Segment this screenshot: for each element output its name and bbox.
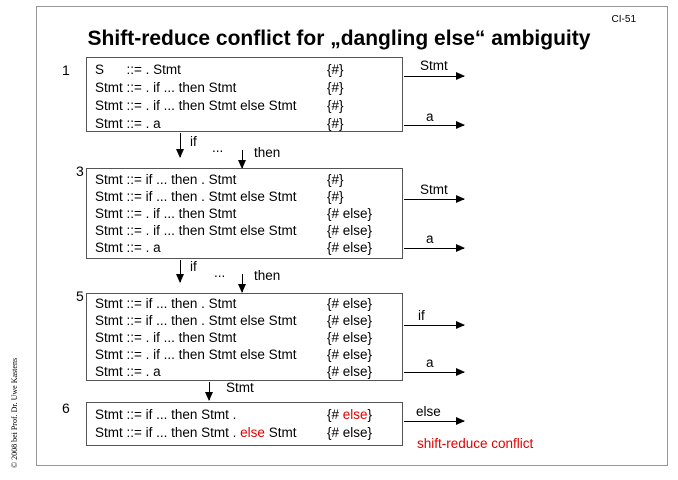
transition-label: if [190, 134, 197, 149]
item-lookahead: {# else} [327, 240, 373, 255]
state-6-box: Stmt ::= if ... then Stmt . {# else} Stm… [86, 402, 403, 446]
conflict-label: shift-reduce conflict [417, 436, 534, 451]
transition-label: then [254, 145, 281, 160]
item-lookahead: {# else} [327, 206, 373, 221]
transition-arrow [238, 150, 246, 169]
copyright-note: © 2008 bei Prof. Dr. Uwe Kastens [10, 357, 19, 468]
rule-prefix: Stmt ::= if ... then Stmt . [95, 425, 241, 440]
item-rule: Stmt ::= if ... then . Stmt [95, 296, 237, 311]
item-lookahead: {# else} [327, 296, 373, 311]
transition-arrow [404, 368, 465, 376]
item-lookahead: {# else} [327, 425, 373, 440]
transition-label: if [190, 259, 197, 274]
item-rule: Stmt ::= . a [95, 364, 161, 379]
item-rule: Stmt ::= if ... then . Stmt [95, 172, 237, 187]
transition-label: Stmt [420, 58, 448, 73]
state-6-item: Stmt ::= if ... then Stmt . else Stmt {#… [87, 424, 402, 443]
state-5-item: Stmt ::= . a {# else} [87, 363, 402, 382]
item-lookahead: {# else} [327, 313, 373, 328]
transition-arrow [404, 195, 465, 203]
state-5-item: Stmt ::= . if ... then Stmt else Stmt {# … [87, 346, 402, 365]
transition-label: ... [212, 140, 224, 155]
state-3-item: Stmt ::= . a {# else} [87, 239, 402, 258]
item-rule: Stmt ::= . if ... then Stmt [95, 330, 237, 345]
state-5-number: 5 [76, 288, 84, 304]
item-lookahead: {# else} [327, 347, 373, 362]
lookahead-open: {# [327, 407, 343, 422]
item-rule: Stmt ::= . if ... then Stmt else Stmt [95, 223, 297, 238]
item-lookahead: {#} [327, 172, 344, 187]
state-5-box: Stmt ::= if ... then . Stmt{# else} Stmt… [86, 293, 403, 381]
transition-label: ... [214, 265, 226, 280]
state-1-item: Stmt ::= . if ... then Stmt {#} [87, 79, 402, 98]
transition-arrow [404, 321, 465, 329]
state-6-number: 6 [62, 400, 70, 416]
state-5-item: Stmt ::= . if ... then Stmt {# else} [87, 329, 402, 348]
transition-label: a [426, 355, 434, 370]
transition-arrow [404, 72, 465, 80]
transition-label: else [416, 404, 441, 419]
item-lookahead: {# else} [327, 223, 373, 238]
item-rule: Stmt ::= . if ... then Stmt [95, 80, 237, 95]
item-rule: Stmt ::= . if ... then Stmt else Stmt [95, 98, 297, 113]
slide-number: CI-51 [611, 14, 636, 25]
item-lookahead: {#} [327, 98, 344, 113]
transition-label: Stmt [420, 182, 448, 197]
item-lookahead: {#} [327, 116, 344, 131]
state-3-box: Stmt ::= if ... then . Stmt{#} Stmt ::= … [86, 168, 403, 259]
state-3-item: Stmt ::= if ... then . Stmt else Stmt {#} [87, 188, 402, 207]
item-lookahead: {# else} [327, 406, 372, 424]
lookahead-close: } [367, 407, 373, 422]
state-1-box: S ::= . Stmt{#} Stmt ::= . if ... then S… [86, 57, 403, 132]
state-1-item: Stmt ::= . a {#} [87, 115, 402, 134]
item-lookahead: {#} [327, 189, 344, 204]
conflict-token: else [342, 407, 368, 422]
item-lookahead: {#} [327, 80, 344, 95]
conflict-token: else [240, 425, 265, 440]
item-rule: Stmt ::= if ... then . Stmt else Stmt [95, 313, 297, 328]
state-5-item: Stmt ::= if ... then . Stmt {# else} [87, 295, 402, 314]
item-lookahead: {# else} [327, 330, 373, 345]
item-rule: Stmt ::= . a [95, 116, 161, 131]
state-6-item: Stmt ::= if ... then Stmt . {# else} [87, 406, 402, 425]
transition-arrow [404, 244, 465, 252]
item-rule: Stmt ::= if ... then Stmt . [95, 407, 237, 422]
state-3-number: 3 [76, 163, 84, 179]
transition-label: a [426, 109, 434, 124]
transition-arrow [404, 121, 465, 129]
item-rule: Stmt ::= if ... then Stmt . else Stmt [95, 424, 296, 442]
item-rule: Stmt ::= if ... then . Stmt else Stmt [95, 189, 297, 204]
state-3-item: Stmt ::= . if ... then Stmt else Stmt {# … [87, 222, 402, 241]
transition-arrow [404, 417, 465, 425]
transition-arrow [205, 382, 213, 401]
state-5-item: Stmt ::= if ... then . Stmt else Stmt {# … [87, 312, 402, 331]
rule-suffix: Stmt [264, 425, 297, 440]
item-rule: S ::= . Stmt [95, 62, 181, 77]
transition-label: then [254, 268, 281, 283]
state-3-item: Stmt ::= if ... then . Stmt {#} [87, 171, 402, 190]
transition-arrow [176, 260, 184, 283]
transition-label: Stmt [226, 380, 254, 395]
transition-label: if [418, 308, 425, 323]
item-lookahead: {#} [327, 62, 344, 77]
slide-frame [36, 6, 668, 466]
state-1-number: 1 [62, 62, 70, 78]
transition-arrow [176, 133, 184, 158]
item-lookahead: {# else} [327, 364, 373, 379]
transition-label: a [426, 231, 434, 246]
item-rule: Stmt ::= . if ... then Stmt else Stmt [95, 347, 297, 362]
slide-title: Shift-reduce conflict for „dangling else… [87, 27, 591, 50]
state-3-item: Stmt ::= . if ... then Stmt {# else} [87, 205, 402, 224]
transition-arrow [238, 274, 246, 293]
state-1-item: S ::= . Stmt {#} [87, 61, 402, 80]
item-rule: Stmt ::= . a [95, 240, 161, 255]
state-1-item: Stmt ::= . if ... then Stmt else Stmt {#} [87, 97, 402, 116]
item-rule: Stmt ::= . if ... then Stmt [95, 206, 237, 221]
